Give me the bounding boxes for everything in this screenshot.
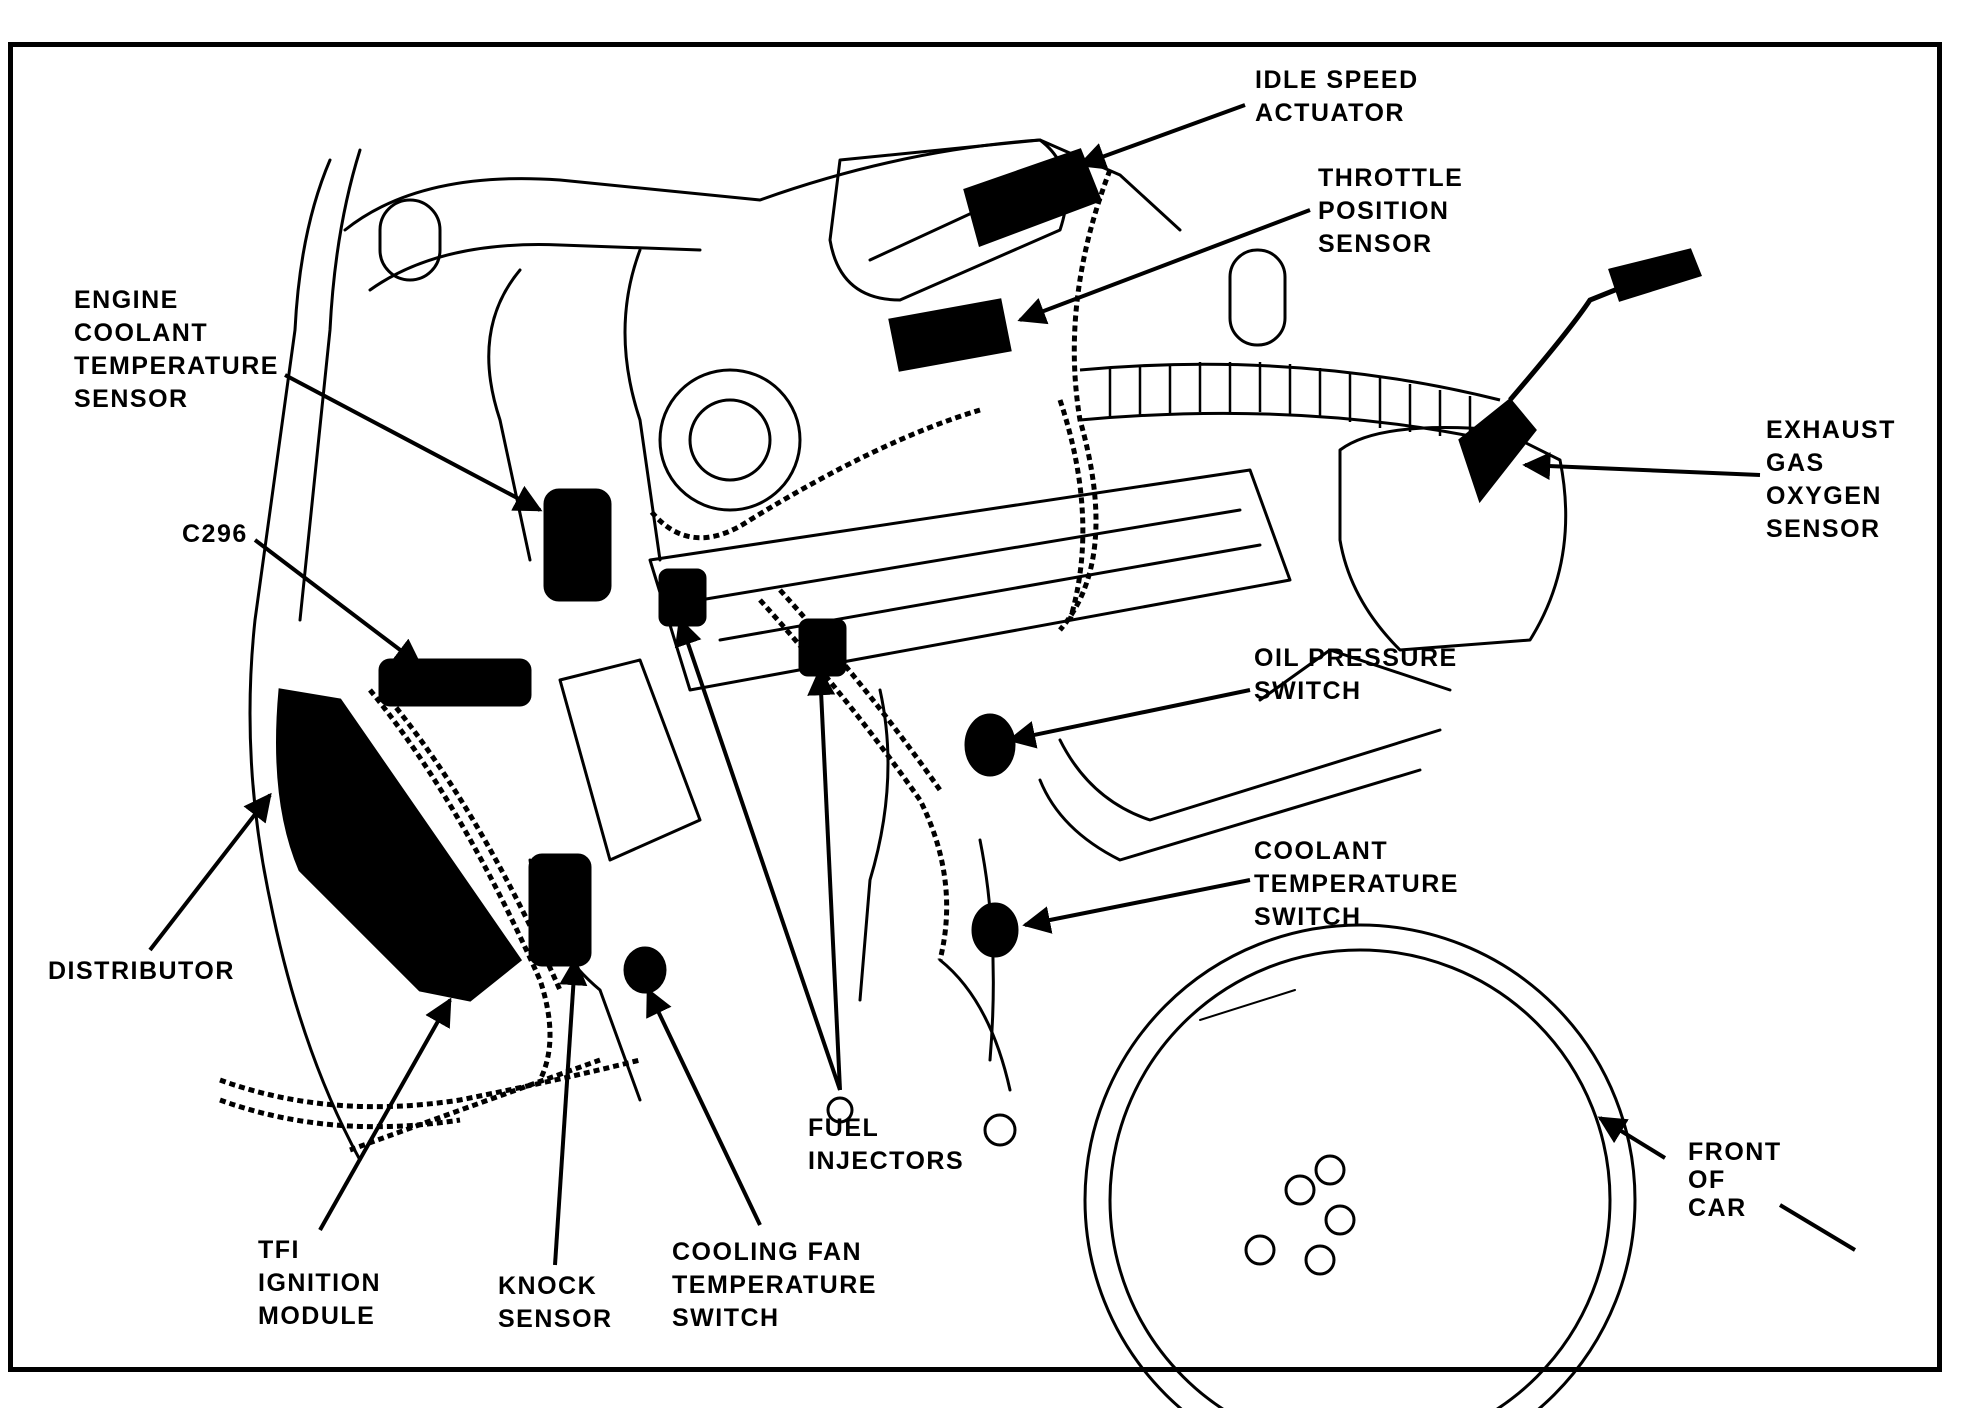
arrow-fuel-injector-a xyxy=(674,617,842,1091)
label-line: TFI xyxy=(258,1236,300,1264)
coolant-temp-switch-fill xyxy=(971,902,1019,958)
label-line: IGNITION xyxy=(258,1269,382,1297)
idle-actuator-fill xyxy=(963,148,1102,247)
cooling-fan-switch-fill xyxy=(623,946,667,994)
oxygen-sensor-fill xyxy=(1458,397,1537,504)
coolant-sensor-fill xyxy=(543,488,612,602)
label-line: TEMPERATURE xyxy=(1254,870,1459,898)
arrow-coolant-temperature-switch xyxy=(1022,878,1251,934)
label-line: DISTRIBUTOR xyxy=(48,957,235,985)
injector-connector-a xyxy=(658,568,707,627)
arrow-throttle-position-sensor xyxy=(1017,208,1311,325)
label-fuel-injectors: FUEL INJECTORS xyxy=(808,1112,964,1178)
c296-connector-fill xyxy=(378,658,532,707)
label-line: SWITCH xyxy=(672,1304,780,1332)
arrow-oil-pressure-switch xyxy=(1007,688,1251,749)
oxygen-sensor-connector-fill xyxy=(1608,248,1702,302)
label-line: COOLING FAN xyxy=(672,1238,863,1266)
arrow-front-of-car-tail xyxy=(1778,1203,1857,1252)
leader-arrows xyxy=(148,103,1857,1266)
label-line: OF xyxy=(1688,1166,1726,1194)
label-line: OIL PRESSURE xyxy=(1254,644,1458,672)
label-tfi-ignition-module: TFI IGNITION MODULE xyxy=(258,1234,381,1333)
arrow-cooling-fan-temperature-switch xyxy=(646,987,762,1226)
arrow-engine-coolant-temperature-sensor xyxy=(284,373,543,512)
label-line: SENSOR xyxy=(1766,515,1881,543)
label-line: SWITCH xyxy=(1254,677,1362,705)
arrow-fuel-injector-b xyxy=(807,667,842,1091)
arrow-idle-speed-actuator xyxy=(1077,103,1246,170)
label-line: INJECTORS xyxy=(808,1147,965,1175)
label-line: EXHAUST xyxy=(1766,416,1896,444)
label-line: COOLANT xyxy=(1254,837,1389,865)
oxygen-sensor-wire xyxy=(1508,277,1641,402)
knock-connector-fill xyxy=(528,853,592,967)
corrugated-hose-ribs xyxy=(1108,362,1472,440)
label-line: MODULE xyxy=(258,1302,376,1330)
label-cooling-fan-temperature-switch: COOLING FAN TEMPERATURE SWITCH xyxy=(672,1236,877,1335)
label-line: SENSOR xyxy=(1318,230,1433,258)
label-front-of-car: FRONT OF CAR xyxy=(1688,1138,1782,1222)
label-line: POSITION xyxy=(1318,197,1450,225)
label-line: OXYGEN xyxy=(1766,482,1882,510)
distributor-cap-fill xyxy=(276,688,523,1002)
arrow-c296 xyxy=(253,538,423,667)
label-line: SWITCH xyxy=(1254,903,1362,931)
label-line: COOLANT xyxy=(74,319,209,347)
label-coolant-temperature-switch: COOLANT TEMPERATURE SWITCH xyxy=(1254,835,1459,934)
arrow-front-of-car xyxy=(1597,1116,1667,1160)
label-line: CAR xyxy=(1688,1194,1747,1222)
arrow-distributor xyxy=(148,792,272,952)
label-distributor: DISTRIBUTOR xyxy=(48,955,235,988)
label-exhaust-gas-oxygen-sensor: EXHAUST GAS OXYGEN SENSOR xyxy=(1766,414,1896,546)
oil-pressure-switch-fill xyxy=(964,713,1016,777)
arrow-knock-sensor xyxy=(553,957,588,1266)
arrow-tfi-ignition-module xyxy=(318,997,452,1231)
component-fills xyxy=(276,148,1702,1002)
label-line: SENSOR xyxy=(74,385,189,413)
label-line: KNOCK xyxy=(498,1272,598,1300)
throttle-sensor-fill xyxy=(888,298,1012,372)
label-line: ENGINE xyxy=(74,286,179,314)
label-line: FUEL xyxy=(808,1114,880,1142)
label-line: IDLE SPEED xyxy=(1255,66,1419,94)
label-engine-coolant-temperature-sensor: ENGINE COOLANT TEMPERATURE SENSOR xyxy=(74,284,279,416)
label-oil-pressure-switch: OIL PRESSURE SWITCH xyxy=(1254,642,1458,708)
diagram-frame xyxy=(8,42,1942,1372)
label-line: ACTUATOR xyxy=(1255,99,1405,127)
label-line: TEMPERATURE xyxy=(672,1271,877,1299)
label-line: TEMPERATURE xyxy=(74,352,279,380)
label-line: SENSOR xyxy=(498,1305,613,1333)
label-line: C296 xyxy=(182,520,248,548)
label-line: GAS xyxy=(1766,449,1825,477)
engine-linework xyxy=(248,138,1637,1408)
injector-connector-b xyxy=(798,618,847,677)
label-idle-speed-actuator: IDLE SPEED ACTUATOR xyxy=(1255,64,1419,130)
arrow-exhaust-gas-oxygen-sensor xyxy=(1522,452,1761,481)
label-line: FRONT xyxy=(1688,1138,1782,1166)
label-c296: C296 xyxy=(182,518,248,551)
label-line: THROTTLE xyxy=(1318,164,1464,192)
label-throttle-position-sensor: THROTTLE POSITION SENSOR xyxy=(1318,162,1463,261)
label-knock-sensor: KNOCK SENSOR xyxy=(498,1270,613,1336)
